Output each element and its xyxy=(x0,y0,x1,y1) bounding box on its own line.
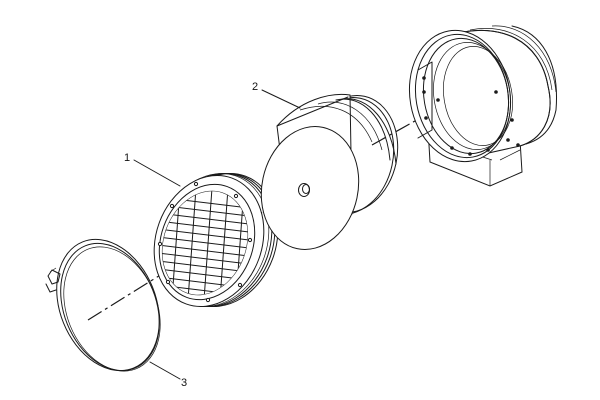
callout-3-label: 3 xyxy=(181,377,187,389)
callout-2-label: 2 xyxy=(252,81,258,93)
callout-1-leader xyxy=(133,159,181,187)
grille-cover xyxy=(149,172,279,308)
mounting-housing xyxy=(408,25,558,187)
clamp-ring xyxy=(45,238,161,372)
callout-2-leader xyxy=(261,89,301,109)
filter-element xyxy=(260,93,399,250)
assembly-centerline-lower xyxy=(87,240,216,321)
callout-3-leader xyxy=(149,361,181,380)
callout-1-label: 1 xyxy=(124,152,130,164)
